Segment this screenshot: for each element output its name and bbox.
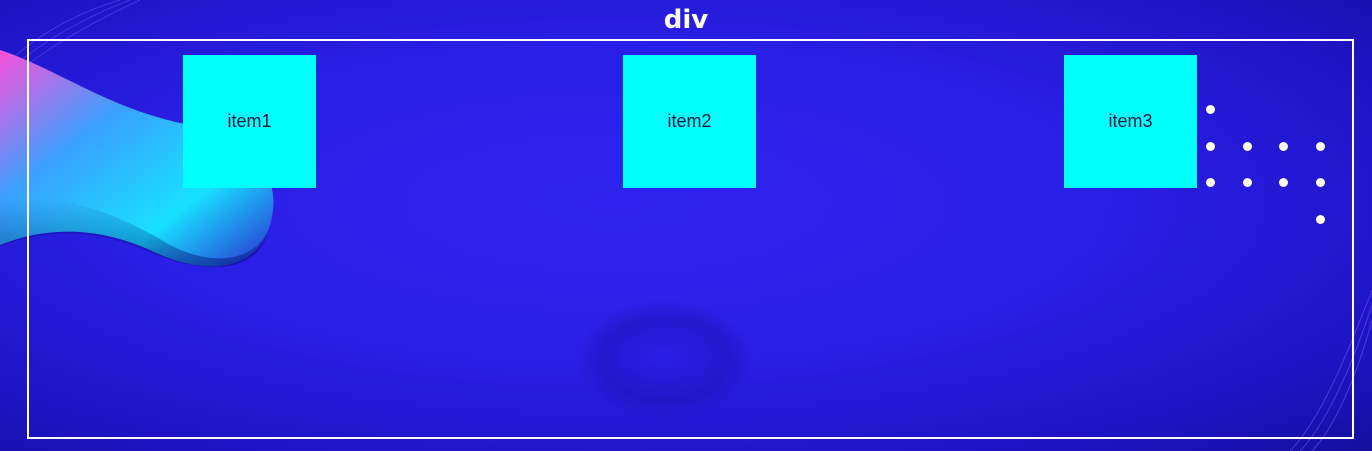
item-box-2: item2 xyxy=(623,55,756,188)
container-div xyxy=(27,39,1354,439)
item-box-1: item1 xyxy=(183,55,316,188)
item-box-3: item3 xyxy=(1064,55,1197,188)
decorative-dot xyxy=(1206,178,1215,187)
decorative-dot xyxy=(1206,142,1215,151)
decorative-dot xyxy=(1243,178,1252,187)
decorative-dot xyxy=(1316,142,1325,151)
decorative-dot xyxy=(1316,178,1325,187)
decorative-dot xyxy=(1316,215,1325,224)
decorative-dot xyxy=(1206,105,1215,114)
decorative-dot xyxy=(1243,142,1252,151)
decorative-dot xyxy=(1279,178,1288,187)
item-label-1: item1 xyxy=(227,111,272,131)
item-label-3: item3 xyxy=(1108,111,1153,131)
page-title: div xyxy=(663,5,709,35)
item-label-2: item2 xyxy=(667,111,712,131)
decorative-dot xyxy=(1279,142,1288,151)
